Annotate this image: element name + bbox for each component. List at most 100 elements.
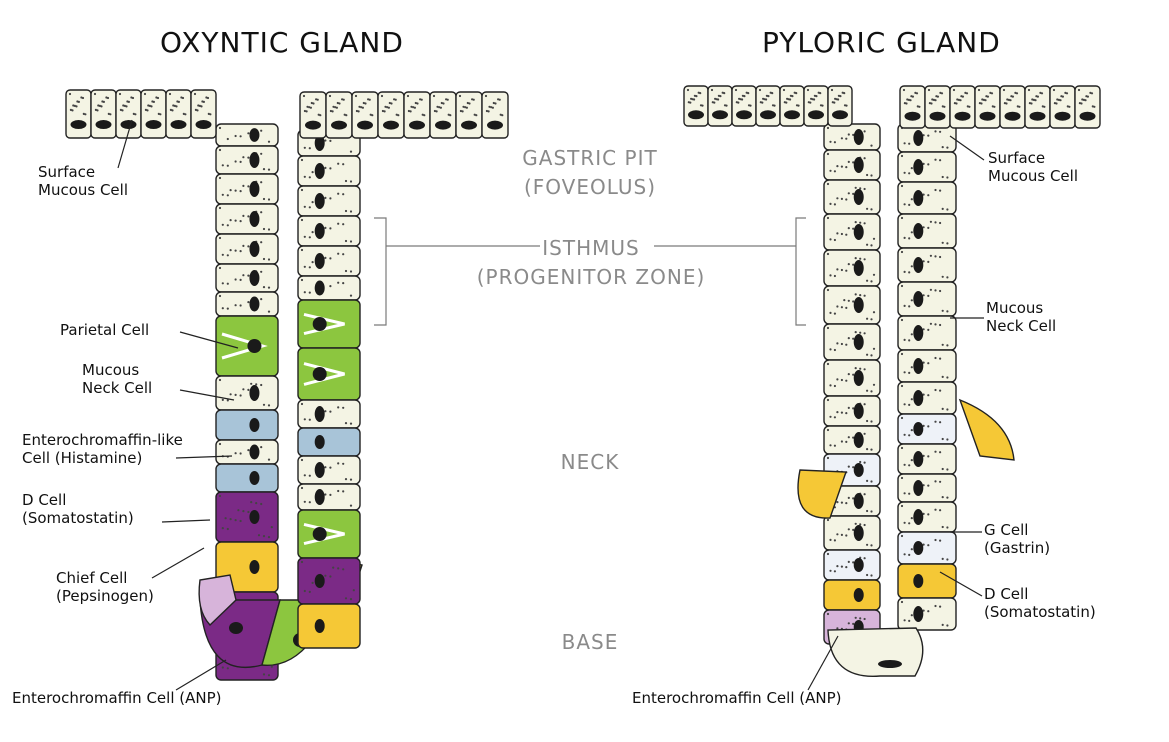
label-line: Mucous <box>986 299 1044 317</box>
label-line: D Cell <box>22 491 67 509</box>
mucous-cell <box>897 501 957 533</box>
surface-mucous-cell <box>803 85 829 127</box>
label-line: (Pepsinogen) <box>56 587 154 605</box>
leader-oxy-parietal <box>179 331 239 349</box>
oxyntic-gland-title: OXYNTIC GLAND <box>160 26 404 59</box>
mucous-cell <box>215 439 279 465</box>
pyloric-right-wall <box>797 123 1015 677</box>
mucous-cell <box>297 455 361 485</box>
mucous-cell <box>215 173 279 205</box>
mucous-cell <box>897 443 957 475</box>
leader-oxy-ec <box>175 659 227 691</box>
surface-mucous-cell <box>827 85 853 127</box>
pyloric-label-d-cell: D Cell (Somatostatin) <box>984 585 1096 621</box>
surface-mucous-cell <box>899 85 926 129</box>
leader-pyl-d <box>939 571 983 597</box>
surface-mucous-cell <box>90 89 117 139</box>
mucous-cell <box>297 155 361 187</box>
label-line: Enterochromaffin-like <box>22 431 183 449</box>
oxyntic-label-d-cell: D Cell (Somatostatin) <box>22 491 134 527</box>
pyloric-gland-title: PYLORIC GLAND <box>762 26 1001 59</box>
zone-gastric-pit-line1: GASTRIC PIT <box>522 146 658 170</box>
pyloric-label-mucous-neck-cell: Mucous Neck Cell <box>986 299 1056 335</box>
mucous-cell <box>823 359 881 397</box>
mucous-cell <box>215 203 279 235</box>
pyloric-gland-base <box>797 398 1015 677</box>
oxyntic-label-parietal-cell: Parietal Cell <box>60 321 150 339</box>
surface-mucous-cell <box>377 91 405 139</box>
surface-mucous-cell <box>779 85 805 127</box>
leader-oxy-ecl <box>175 455 233 459</box>
leader-pyl-surface <box>949 135 985 161</box>
mucous-cell <box>297 245 361 277</box>
oxyntic-left-wall <box>198 123 363 681</box>
chief-cell <box>297 557 361 605</box>
mucous-cell <box>823 149 881 181</box>
zone-isthmus: ISTHMUS (PROGENITOR ZONE) <box>450 236 732 289</box>
label-leader-lines <box>117 119 985 691</box>
leader-oxy-chief <box>151 547 205 579</box>
leader-pyl-ec <box>807 635 839 691</box>
label-line: Chief Cell <box>56 569 128 587</box>
label-line: Neck Cell <box>986 317 1057 335</box>
g-cell <box>897 413 957 445</box>
mucous-cell <box>297 399 361 429</box>
mucous-cell <box>823 213 881 251</box>
pyloric-label-enterochromaffin-cell: Enterochromaffin Cell (ANP) <box>632 689 842 707</box>
oxyntic-label-mucous-neck-cell: Mucous Neck Cell <box>82 361 152 397</box>
mucous-cell <box>215 233 279 265</box>
oxyntic-label-surface-mucous-cell: Surface Mucous Cell <box>38 163 128 199</box>
mucous-cell <box>215 145 279 175</box>
leader-oxy-surface <box>117 119 133 169</box>
zone-gastric-pit-line2: (FOVEOLUS) <box>523 175 657 199</box>
ecl-cell <box>215 463 279 493</box>
mucous-cell <box>897 247 957 283</box>
mucous-cell <box>297 483 361 511</box>
label-line: Surface <box>988 149 1046 167</box>
g-cell <box>823 549 881 581</box>
mucous-cell <box>897 381 957 415</box>
label-line: Mucous Cell <box>38 181 128 199</box>
d-cell <box>823 579 881 611</box>
surface-mucous-cell <box>165 89 192 139</box>
label-line: D Cell <box>984 585 1029 603</box>
surface-mucous-cell <box>707 85 733 127</box>
zone-gastric-pit: GASTRIC PIT (FOVEOLUS) <box>490 146 690 199</box>
surface-mucous-cell <box>1049 85 1076 129</box>
mucous-cell <box>897 349 957 383</box>
parietal-cell <box>297 299 361 349</box>
parietal-cell <box>297 347 361 401</box>
surface-mucous-cell <box>974 85 1001 129</box>
label-line: (Gastrin) <box>984 539 1051 557</box>
mucous-cell <box>297 275 361 301</box>
d-cell <box>297 603 361 649</box>
surface-mucous-cell <box>403 91 431 139</box>
d-cell <box>897 563 957 599</box>
pyloric-left-wall <box>823 123 881 645</box>
surface-mucous-cell <box>999 85 1026 129</box>
zone-isthmus-line1: ISTHMUS <box>542 236 640 260</box>
mucous-cell <box>897 597 957 631</box>
label-line: (Somatostatin) <box>984 603 1096 621</box>
label-line: Surface <box>38 163 96 181</box>
mucous-cell <box>215 263 279 293</box>
g-cell <box>897 531 957 565</box>
mucous-cell <box>297 185 361 217</box>
mucous-cell <box>823 249 881 287</box>
mucous-cell <box>823 395 881 427</box>
mucous-cell <box>823 123 881 151</box>
surface-mucous-cell <box>1074 85 1101 129</box>
label-line: Neck Cell <box>82 379 153 397</box>
pyloric-label-g-cell: G Cell (Gastrin) <box>984 521 1050 557</box>
mucous-cell <box>823 179 881 215</box>
chief-cell <box>215 491 279 543</box>
parietal-cell <box>297 509 361 559</box>
pyloric-label-surface-mucous-cell: Surface Mucous Cell <box>988 149 1078 185</box>
mucous-cell <box>215 123 279 147</box>
surface-mucous-cell <box>1024 85 1051 129</box>
mucous-cell <box>823 323 881 361</box>
surface-mucous-cell <box>455 91 483 139</box>
isthmus-bracket-left <box>374 217 387 326</box>
mucous-cell <box>897 281 957 317</box>
